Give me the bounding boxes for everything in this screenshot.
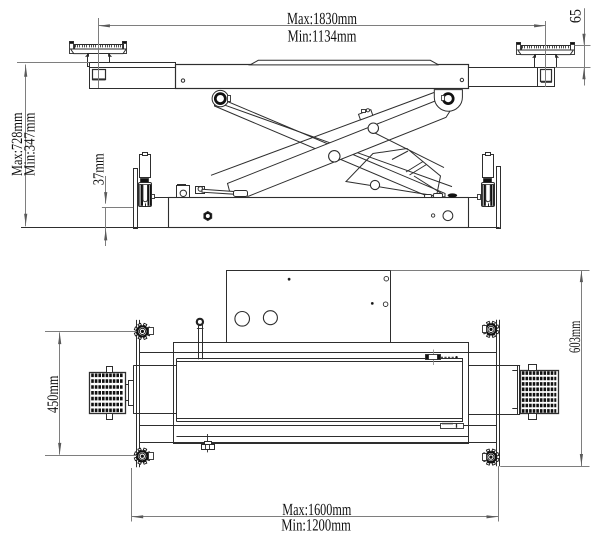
svg-text:603mm: 603mm — [567, 320, 584, 353]
svg-text:Min:1200mm: Min:1200mm — [281, 516, 351, 535]
svg-text:Max:1600mm: Max:1600mm — [282, 500, 351, 519]
svg-text:37mm: 37mm — [90, 153, 107, 185]
svg-text:Max:1830mm: Max:1830mm — [287, 9, 357, 28]
svg-text:Min:1134mm: Min:1134mm — [288, 27, 357, 46]
svg-text:450mm: 450mm — [45, 375, 62, 413]
svg-text:Min:347mm: Min:347mm — [21, 112, 38, 176]
svg-text:65: 65 — [568, 9, 585, 23]
svg-text:Max:728mm: Max:728mm — [9, 112, 26, 176]
